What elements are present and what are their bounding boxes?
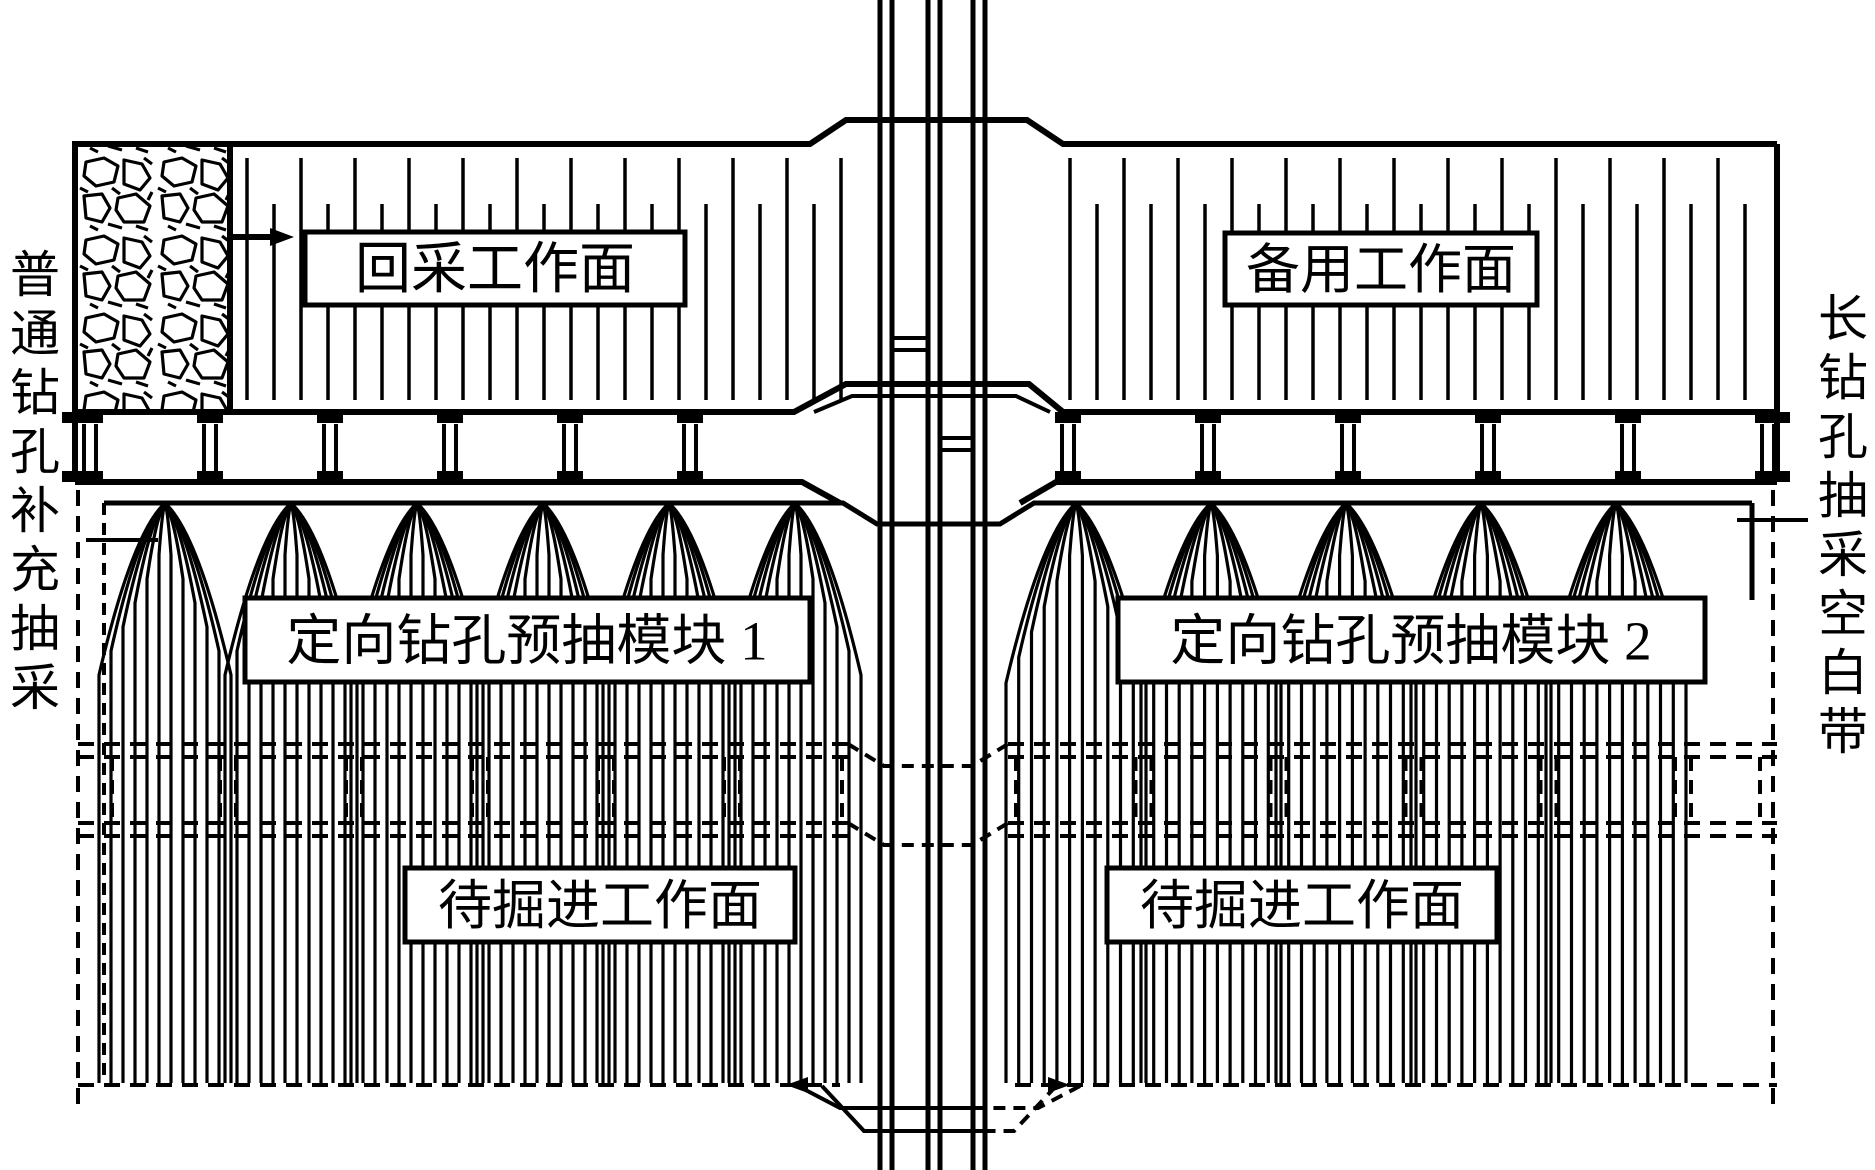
left-side-note: 普通钻孔补充抽采	[3, 248, 59, 720]
face-to-drive-left-label-box: 待掘进工作面	[402, 865, 798, 945]
face-to-drive-right-label-box: 待掘进工作面	[1104, 865, 1500, 945]
module2-label-box: 定向钻孔预抽模块 2	[1115, 595, 1708, 685]
flow-arrow-left-icon	[786, 1077, 808, 1093]
right-side-note: 长钻孔抽采空白带	[1811, 292, 1867, 764]
gob-rubble-area	[72, 141, 233, 415]
face-to-drive-right-label: 待掘进工作面	[1140, 876, 1464, 936]
module1-label: 定向钻孔预抽模块 1	[286, 611, 767, 672]
spare-face-label: 备用工作面	[1246, 240, 1516, 300]
spare-face-label-box: 备用工作面	[1222, 230, 1540, 308]
flow-arrow-right-icon	[1048, 1077, 1070, 1093]
mining-face-label-box: 回采工作面	[302, 229, 688, 308]
advance-direction-arrow-icon	[233, 228, 294, 246]
diagram-linework	[62, 0, 1790, 1170]
module2-label: 定向钻孔预抽模块 2	[1170, 611, 1651, 672]
mining-face-label: 回采工作面	[355, 239, 635, 301]
face-to-drive-left-label: 待掘进工作面	[438, 876, 762, 936]
module1-label-box: 定向钻孔预抽模块 1	[242, 595, 813, 685]
